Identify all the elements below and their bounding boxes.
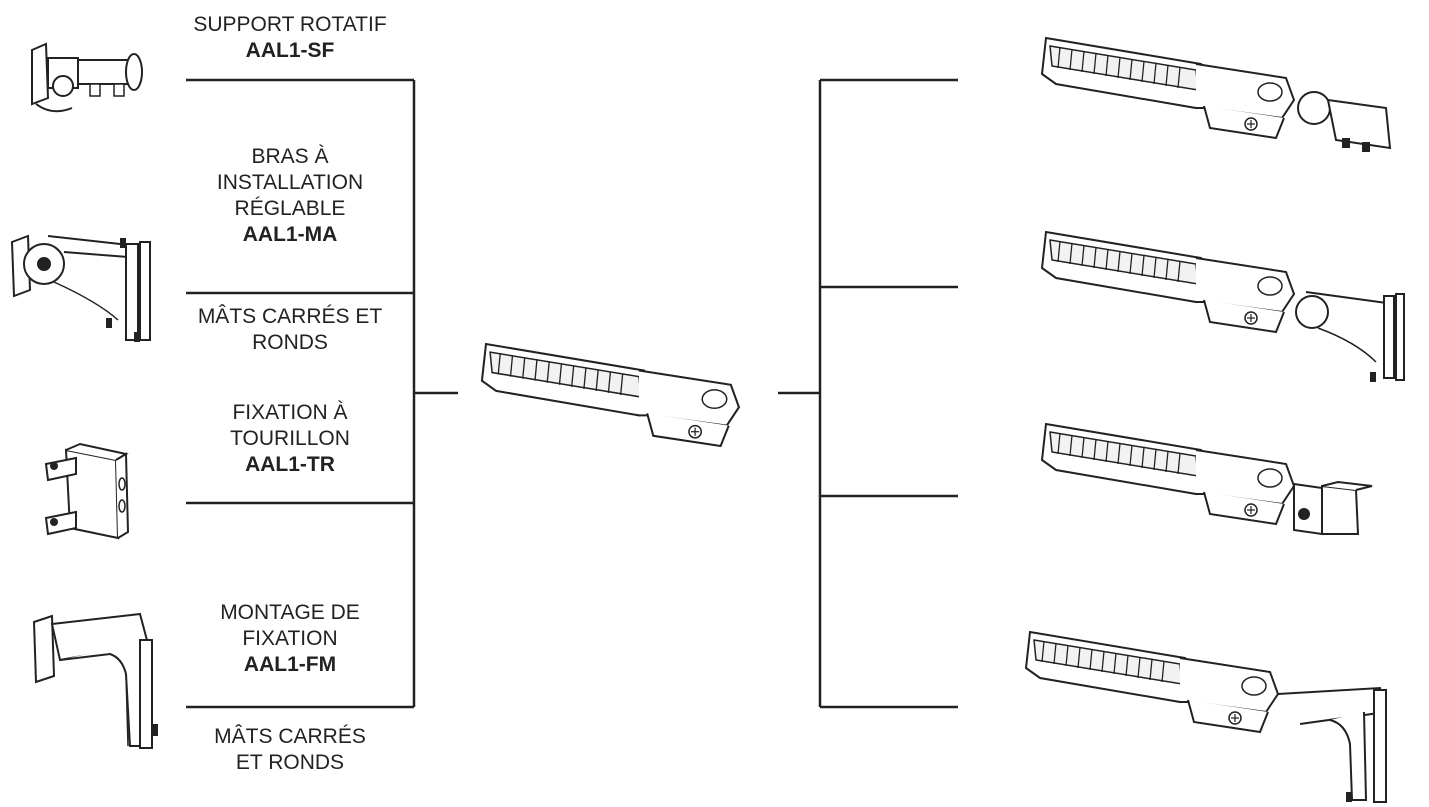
label-trunnion-mount: FIXATION À TOURILLON AAL1-TR	[175, 400, 405, 478]
right-connector-lines	[778, 78, 958, 709]
label-adjustable-arm: BRAS À INSTALLATION RÉGLABLE AAL1-MA	[175, 144, 405, 248]
light-with-trunnion-mount-icon	[1041, 423, 1373, 536]
code-swivel-mount: AAL1-SF	[245, 39, 335, 62]
swivel-mount-icon	[31, 42, 143, 113]
code-trunnion-mount: AAL1-TR	[245, 453, 335, 476]
adjustable-arm-icon	[10, 234, 151, 342]
trunnion-mount-icon	[44, 442, 130, 540]
label-fixture-poles-note: MÂTS CARRÉS ET RONDS	[214, 725, 366, 774]
label-swivel-mount: SUPPORT ROTATIF AAL1-SF	[175, 12, 405, 64]
fixture-mount-icon	[32, 612, 158, 749]
light-with-fixture-mount-icon	[1025, 631, 1388, 803]
label-fixture-mount: MONTAGE DE FIXATION AAL1-FM	[175, 600, 405, 678]
label-arm-poles-note: MÂTS CARRÉS ET RONDS	[197, 305, 383, 354]
light-with-adjustable-arm-icon	[1041, 231, 1405, 382]
left-connector-lines	[186, 78, 458, 709]
light-with-swivel-mount-icon	[1041, 37, 1392, 152]
code-fixture-mount: AAL1-FM	[243, 653, 337, 676]
code-adjustable-arm: AAL1-MA	[242, 223, 338, 246]
led-area-light-icon	[480, 342, 740, 448]
